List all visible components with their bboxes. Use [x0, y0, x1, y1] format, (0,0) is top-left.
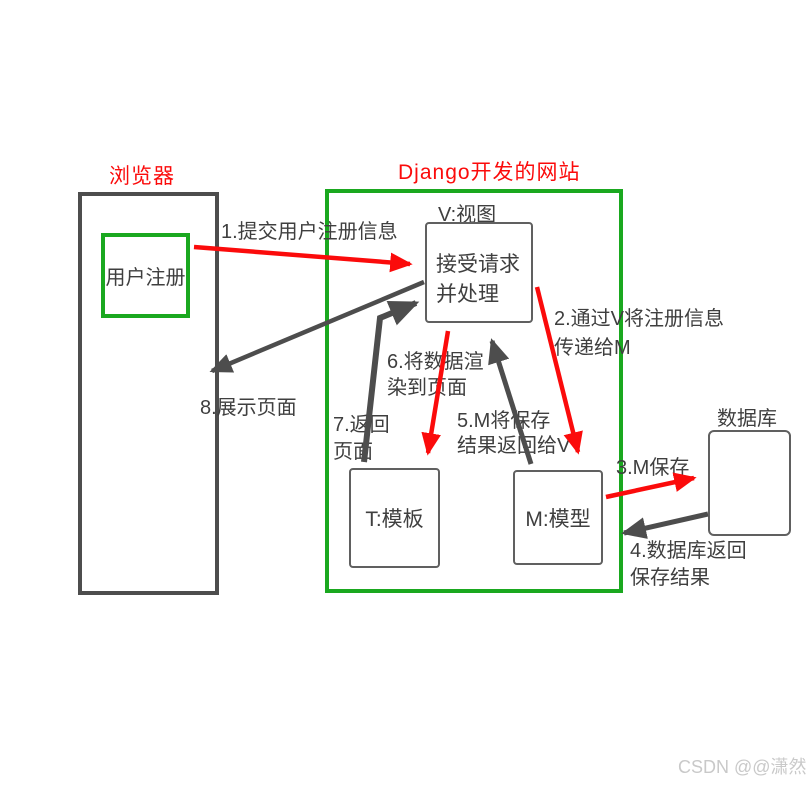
- step7-label: 7.返回 页面: [333, 414, 390, 463]
- step3-label: 3.M保存: [616, 457, 690, 479]
- step5-label: 5.M将保存 结果返回给V: [457, 410, 571, 457]
- view-box: 接受请求 并处理: [425, 222, 533, 323]
- view-caption: V:视图: [438, 204, 497, 226]
- step4-label: 4.数据库返回 保存结果: [630, 540, 747, 589]
- browser-title: 浏览器: [109, 165, 175, 188]
- model-box: M:模型: [513, 470, 603, 565]
- step8-label: 8.展示页面: [200, 397, 297, 419]
- view-box-content: 接受请求 并处理: [436, 253, 520, 306]
- user-registration-label: 用户注册: [105, 267, 186, 289]
- django-site-box: [325, 189, 623, 593]
- step1-label: 1.提交用户注册信息: [221, 221, 398, 243]
- browser-box: [78, 192, 219, 595]
- template-label: T:模板: [365, 508, 424, 531]
- user-registration-box: 用户注册: [101, 233, 190, 318]
- template-box: T:模板: [349, 468, 440, 568]
- csdn-watermark: CSDN @@潇然: [678, 757, 807, 777]
- step2-label: 2.通过V将注册信息 传递给M: [554, 308, 725, 359]
- model-label: M:模型: [525, 507, 591, 531]
- database-box: [708, 430, 791, 536]
- arrow-step-4: [621, 511, 709, 539]
- step6-label: 6.将数据渲 染到页面: [387, 351, 484, 399]
- database-caption: 数据库: [717, 408, 777, 430]
- django-site-title: Django开发的网站: [398, 161, 581, 184]
